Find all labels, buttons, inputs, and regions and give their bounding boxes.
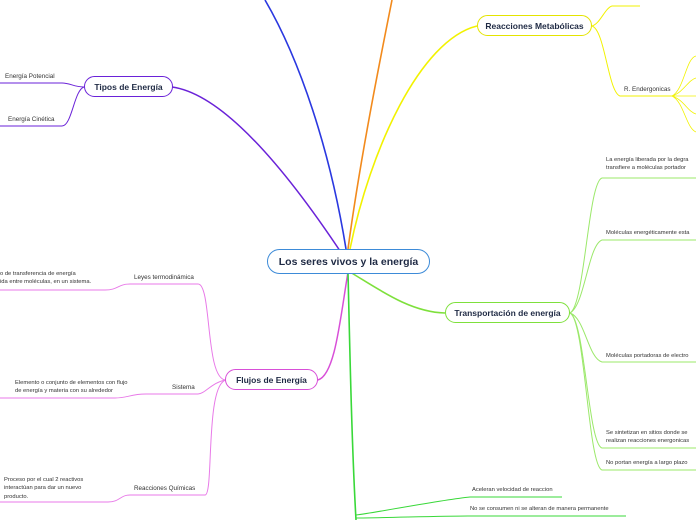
flujos-connector [317, 271, 349, 381]
transportacion-item-line: transfiere a moléculas portador [606, 165, 686, 172]
flujos-leaf-connector [146, 379, 227, 395]
flujos-leaf-connector [130, 379, 227, 496]
sistema-description: Elemento o conjunto de elementos con flu… [15, 379, 127, 396]
transportacion-item[interactable]: No portan energía a largo plazo [606, 459, 688, 467]
enzimas-item[interactable]: No se consumen ni se alteran de manera p… [470, 506, 609, 512]
root-label: Los seres vivos y la energía [278, 255, 419, 268]
sistema-description-line: de energía y materia con su alrededor [15, 388, 113, 395]
transportacion-connector [349, 271, 446, 314]
reacciones-quimicas-description: Proceso por el cual 2 reactivos interact… [4, 476, 83, 501]
tipos-energia-label: Tipos de Energía [94, 81, 163, 92]
transportacion-leaf-connector [569, 239, 696, 314]
blue-branch-connector [264, 0, 347, 250]
sistema-item[interactable]: Sistema [172, 384, 195, 391]
reacciones-description-line: Proceso por el cual 2 reactivos [4, 477, 84, 483]
sistema-description-line: Elemento o conjunto de elementos con flu… [15, 380, 128, 386]
tipos-connector [171, 86, 347, 261]
transportacion-item-line: Moléculas energéticamente esta [606, 230, 690, 236]
transportacion-energia-node[interactable]: Transportación de energía [445, 302, 570, 323]
transportacion-item-line: La energía liberada por la degra [606, 157, 689, 163]
metabolicas-subleaf-connector [671, 95, 696, 133]
tipos-leaf-connector [0, 86, 85, 127]
r-endergonicas-item[interactable]: R. Endergonicas [624, 86, 671, 93]
transportacion-item-line: realizan reacciones energonicas [606, 438, 690, 445]
metabolicas-connector [349, 25, 478, 250]
leyes-description-line: o de transferencia de energía [0, 271, 76, 277]
metabolicas-subleaf-connector [671, 95, 696, 115]
flujos-energia-node[interactable]: Flujos de Energía [225, 369, 318, 390]
transportacion-item-line: Se sintetizan en sitios donde se [606, 430, 688, 436]
transportacion-leaf-connector [569, 312, 696, 471]
leyes-termodinamica-item[interactable]: Leyes termodinámica [134, 274, 194, 281]
reacciones-metabolicas-node[interactable]: Reacciones Metabólicas [477, 15, 592, 36]
transportacion-energia-label: Transportación de energía [454, 307, 561, 318]
metabolicas-subleaf-connector [671, 55, 696, 97]
transportacion-item[interactable]: Moléculas portadoras de electro [606, 352, 689, 360]
reacciones-quimicas-item[interactable]: Reacciones Químicas [134, 485, 196, 492]
tipos-leaf-connector [0, 82, 85, 88]
root-node[interactable]: Los seres vivos y la energía [267, 249, 430, 274]
reacciones-description-line: interactúan para dar un nuevo [4, 485, 82, 492]
transportacion-leaf-connector [569, 177, 696, 314]
transportacion-item[interactable]: La energía liberada por la degra transfi… [606, 156, 689, 173]
enzimas-leaf-connector [355, 515, 626, 519]
metabolicas-leaf-connector [591, 25, 672, 97]
transportacion-leaf-connector [569, 312, 696, 363]
enzimas-leaf-connector [355, 496, 562, 516]
transportacion-item[interactable]: Moléculas energéticamente esta [606, 229, 689, 237]
enzimas-item[interactable]: Aceleran velocidad de reaccion [472, 487, 553, 493]
transportacion-item-line: No portan energía a largo plazo [606, 460, 688, 466]
flujos-subleaf-connector [0, 393, 147, 399]
reacciones-metabolicas-label: Reacciones Metabólicas [485, 20, 584, 31]
flujos-subleaf-connector [0, 494, 131, 503]
transportacion-item[interactable]: Se sintetizan en sitios donde se realiza… [606, 429, 689, 446]
metabolicas-leaf-connector [591, 5, 640, 27]
leyes-description: o de transferencia de energía ida entre … [0, 270, 91, 287]
flujos-energia-label: Flujos de Energía [236, 374, 307, 385]
transportacion-leaf-connector [569, 312, 696, 449]
energia-cinetica-item[interactable]: Energía Cinética [8, 116, 55, 123]
flujos-subleaf-connector [0, 283, 131, 291]
flujos-leaf-connector [130, 283, 227, 381]
energia-potencial-item[interactable]: Energía Potencial [5, 73, 55, 80]
orange-branch-connector [347, 0, 393, 250]
tipos-energia-node[interactable]: Tipos de Energía [84, 76, 173, 97]
leyes-description-line: ida entre moléculas, en un sistema. [0, 279, 92, 286]
metabolicas-subleaf-connector [671, 77, 696, 97]
enzimas-connector [347, 271, 357, 520]
transportacion-item-line: Moléculas portadoras de electro [606, 353, 689, 359]
reacciones-description-line: producto. [4, 493, 29, 500]
